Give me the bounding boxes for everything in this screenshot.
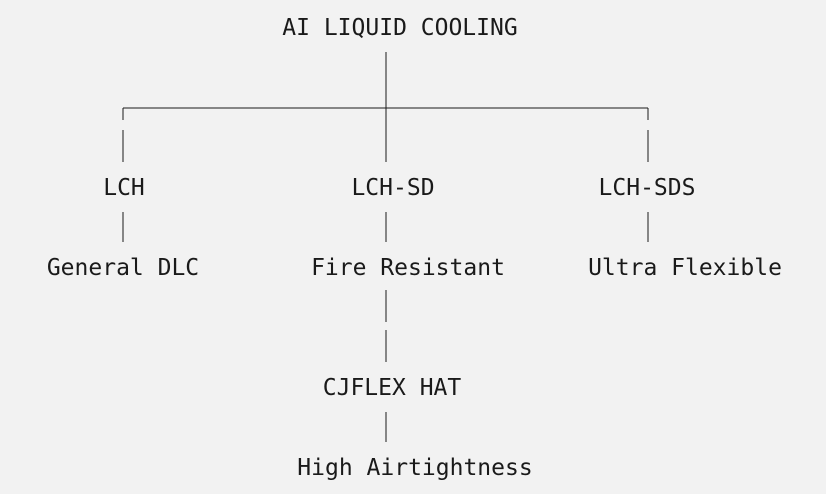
- root-node: AI LIQUID COOLING: [282, 15, 518, 41]
- feature-general-dlc: General DLC: [46, 255, 200, 281]
- node-lch-sds: LCH-SDS: [598, 175, 696, 201]
- feature-fire-resistant: Fire Resistant: [311, 255, 505, 281]
- node-lch-sd: LCH-SD: [351, 175, 435, 201]
- feature-high-airtightness: High Airtightness: [297, 455, 533, 481]
- node-lch: LCH: [103, 175, 145, 201]
- feature-ultra-flexible: Ultra Flexible: [588, 255, 782, 281]
- node-cjflex-hat: CJFLEX HAT: [322, 375, 462, 401]
